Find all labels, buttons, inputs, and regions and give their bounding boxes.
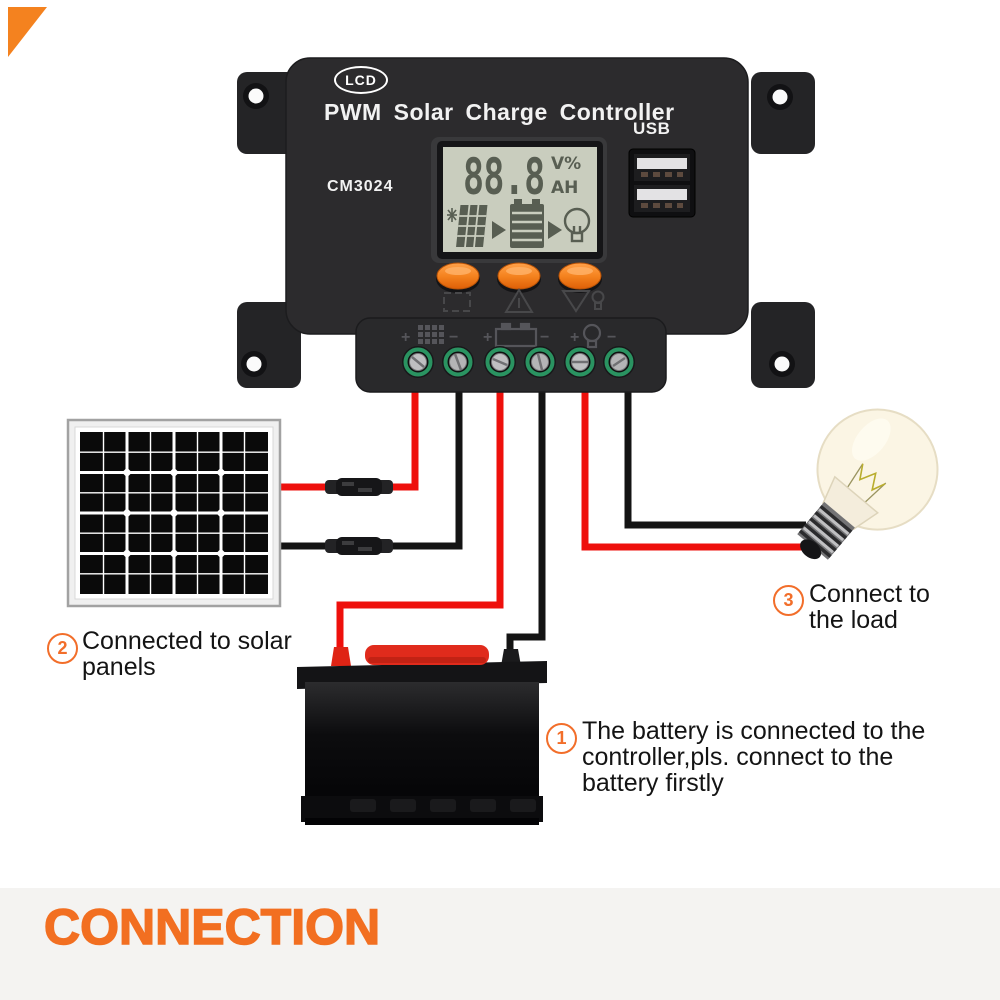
battery-body [305,682,539,800]
up-arrow-icon [504,288,534,313]
bulb-base [797,501,855,560]
mc4-connector-positive [325,478,393,496]
controller-buttons [436,262,602,293]
lcd-badge: LCD [334,66,388,94]
charge-controller [237,57,815,393]
light-bulb [797,408,939,560]
controller-title: PWM Solar Charge Controller [324,99,675,125]
lcd-display [431,137,607,263]
battery-positive-terminal [331,647,351,666]
solar-positive-label: + [401,329,411,346]
screw-holes [241,83,795,377]
setting-icon [443,292,471,312]
terminal-screw[interactable] [603,346,635,378]
footer-title: CONNECTION [43,898,381,956]
terminal-screw[interactable] [564,346,596,378]
battery-icon [510,199,544,248]
annotation-3-badge: 3 [773,585,804,616]
footer-bar: CONNECTION [0,888,1000,1000]
battery-foot [301,796,543,822]
load-positive-label: + [570,329,580,346]
annotation-1-text: The battery is connected to the controll… [582,717,926,797]
load-negative-label: − [607,329,617,346]
arrow-right-icon [548,221,562,239]
lcd-reading: 88.8 [463,148,545,206]
usb-port [628,148,696,218]
terminal-screw[interactable] [442,346,474,378]
load-positive-wire [581,375,806,551]
battery-positive-wire [336,375,504,655]
setting-button[interactable] [436,262,480,290]
down-button[interactable] [558,262,602,290]
annotation-2-text: Connected to solar panels [82,627,292,681]
mounting-tab-bottom-right [751,302,815,388]
mounting-tab-top-right [751,72,815,154]
arrow-right-icon [492,221,506,239]
load-negative-wire [624,375,806,529]
solar-panel [66,418,282,608]
terminal-screw[interactable] [524,346,556,378]
sun-icon [447,208,457,222]
battery [297,645,547,825]
model-number: CM3024 [327,178,394,195]
solar-negative-wire [278,375,463,550]
battery-positive-label: + [483,329,493,346]
annotation-3-text: Connect to the load [809,580,930,634]
battery-negative-wire [506,375,546,660]
bulb-icon [563,207,591,243]
terminal-screw[interactable] [402,346,434,378]
terminal-screws [402,346,635,378]
load-terminal-icon [582,323,602,349]
terminal-screw[interactable] [484,346,516,378]
annotation-2-badge: 2 [47,633,78,664]
solar-negative-label: − [449,329,459,346]
up-button[interactable] [497,262,541,290]
lcd-unit-volts-percent: V% [551,154,582,174]
wiring [278,375,806,660]
solar-panel-icon [456,205,488,247]
terminal-icons [418,322,602,349]
battery-negative-label: − [540,329,550,346]
usb-label: USB [633,119,671,138]
lcd-unit-amp-hours: AH [551,178,579,198]
button-icons [443,288,605,313]
lcd-flow-icons [447,199,591,248]
annotation-1-badge: 1 [546,723,577,754]
solar-terminal-icon [418,325,444,344]
corner-accent [8,7,47,57]
down-arrow-load-icon [561,290,605,313]
battery-terminal-icon [494,322,538,348]
solar-positive-wire [278,375,419,491]
mc4-connector-negative [325,537,393,555]
